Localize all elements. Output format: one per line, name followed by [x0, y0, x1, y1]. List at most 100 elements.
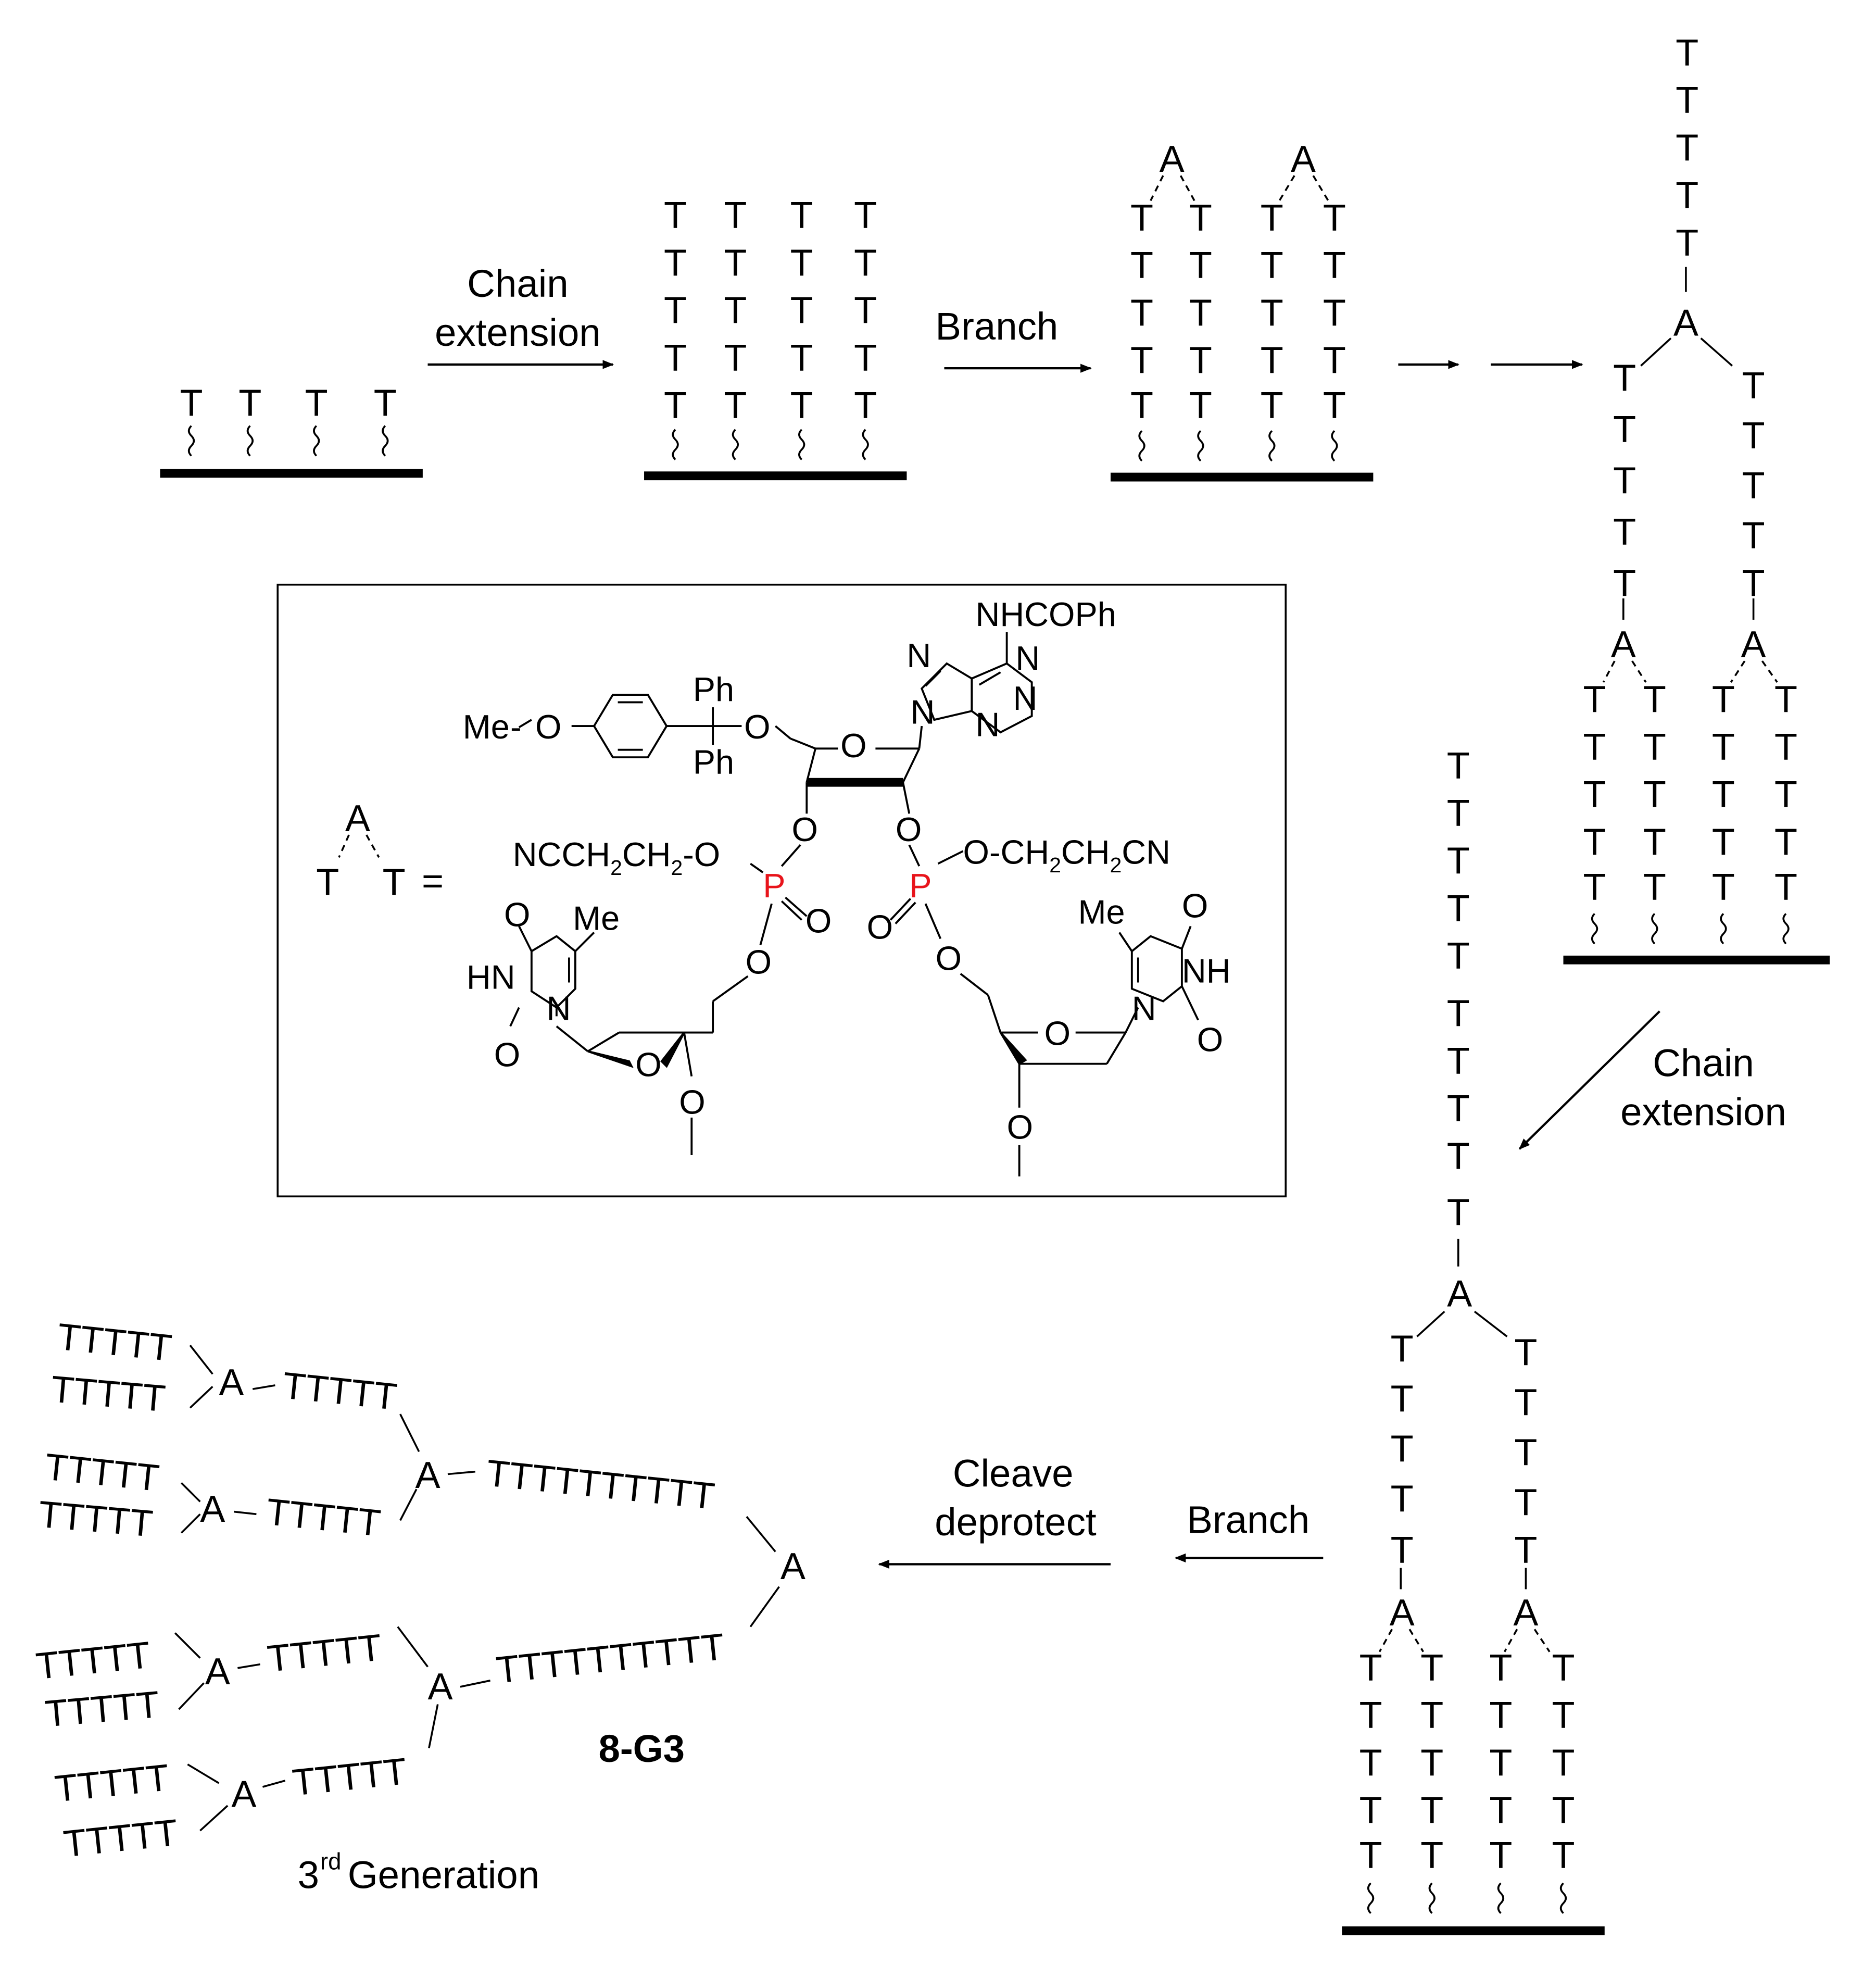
oxygen-label: O [535, 708, 561, 746]
bond [683, 1032, 693, 1077]
thymidine-label: T [854, 337, 877, 379]
thymidine-label: T [1447, 888, 1470, 930]
linker-squiggle [1559, 1882, 1567, 1914]
stage-4-second-generation-tree [1563, 267, 1830, 965]
step-label-branch: Branch [935, 305, 1058, 348]
thymidine-label: T [1742, 365, 1765, 407]
thymidine-label: T [1359, 1835, 1382, 1876]
step-label-cleave: Cleave [953, 1452, 1074, 1495]
thymidine-label: T [1774, 679, 1797, 721]
thymine-ring [530, 935, 576, 1009]
thymidine-label: T [854, 385, 877, 427]
thymidine-label: T [1712, 867, 1735, 908]
thymidine-label: T [1613, 562, 1636, 604]
bond [509, 1007, 520, 1027]
bond [780, 844, 801, 867]
thymidine-label: T [1643, 727, 1666, 768]
thymidine-label: T [1676, 127, 1698, 169]
thymidine-label: T [1447, 841, 1470, 882]
thymine-n-label: N [547, 990, 571, 1028]
thymidine-label: T [664, 195, 687, 236]
thymidine-label: T [1391, 1378, 1414, 1420]
purine-n-label: N [906, 636, 931, 674]
t10-strand-label: TTTTTTTTTT [484, 1452, 716, 1518]
purine-n-label: N [976, 705, 1000, 743]
bond [518, 719, 532, 729]
thymidine-label: T [1447, 793, 1470, 834]
thymidine-label: T [1323, 292, 1346, 334]
linker-squiggle [313, 425, 320, 457]
thymidine-label: T [1774, 867, 1797, 908]
bond [1181, 925, 1192, 949]
thymidine-label: T [790, 385, 813, 427]
thymidine-label: T [1261, 340, 1283, 382]
bond [908, 844, 921, 867]
t5-strand-label: TTTTT [55, 1316, 173, 1370]
thymidine-label: T [1712, 821, 1735, 863]
bond [937, 850, 964, 865]
branch-bond [199, 1805, 229, 1832]
linker-squiggle [798, 429, 805, 460]
thymidine-label: T [1323, 245, 1346, 286]
thymidine-label: T [724, 242, 747, 284]
t5-strand-label: TTTTT [49, 1368, 167, 1420]
bond [902, 748, 921, 783]
thymidine-label: T [724, 290, 747, 332]
branch-bond [1602, 660, 1616, 683]
generation-word: Generation [348, 1854, 539, 1897]
thymidine-label: T [1189, 197, 1212, 239]
thymidine-label: T [1676, 80, 1698, 121]
ether-dash: - [510, 708, 522, 746]
methyl-label: Me [573, 899, 620, 937]
branch-bond [460, 1680, 490, 1688]
linker-squiggle [1331, 430, 1338, 462]
adenosine-branch-label: A [1291, 139, 1316, 180]
thymidine-label: T [1447, 1135, 1470, 1177]
branch-bond [1408, 1629, 1425, 1653]
thymidine-label: T [1552, 1835, 1575, 1876]
thymidine-label: T [1613, 357, 1636, 399]
adenosine-branch-label: A [427, 1666, 452, 1708]
thymidine-label: T [1514, 1530, 1537, 1571]
thymidine-label: T [1420, 1647, 1443, 1689]
generation-number: 3 [298, 1854, 319, 1897]
adenine-imidazole-ring [921, 662, 973, 721]
thymidine-label: T [1583, 727, 1606, 768]
oxygen-label: O [504, 895, 530, 933]
thymidine-label: T [1712, 679, 1735, 721]
oxygen-label: O [1007, 1108, 1033, 1146]
phosphorus-label: P [909, 867, 931, 905]
oxygen-label: O [744, 708, 770, 746]
thymidine-label: T [1643, 679, 1666, 721]
bond [775, 725, 791, 740]
linker-squiggle [1720, 913, 1727, 945]
thymidine-label: T [1261, 385, 1283, 427]
adenosine-branch-label: A [1390, 1592, 1415, 1634]
oxygen-label: O [679, 1083, 705, 1121]
bond [1106, 1032, 1127, 1065]
branch-bond [252, 1384, 275, 1390]
thymidine-label: T [1130, 292, 1153, 334]
branch-bond [233, 1510, 257, 1516]
bond [750, 862, 764, 873]
phosphorus-label: P [763, 867, 785, 905]
branch-bond [181, 1513, 201, 1534]
thymidine-label: T [1742, 562, 1765, 604]
bond [587, 1031, 620, 1053]
oxygen-label: O [494, 1035, 520, 1073]
thymidine-label: T [1261, 197, 1283, 239]
generation-superscript: rd [320, 1848, 342, 1875]
bond [889, 898, 912, 921]
thymidine-label: T [1130, 340, 1153, 382]
thymidine-label: T [1552, 1647, 1575, 1689]
thymidine-label: T [664, 290, 687, 332]
thymidine-label: T [1643, 821, 1666, 863]
t10-strand-label: TTTTTTTTTT [494, 1626, 726, 1692]
thymidine-label: T [1447, 1041, 1470, 1082]
thymidine-label: T [1323, 197, 1346, 239]
thymidine-label: T [790, 337, 813, 379]
bond [785, 896, 808, 917]
adenosine-branch-label: A [231, 1773, 256, 1815]
bond [712, 975, 749, 1003]
